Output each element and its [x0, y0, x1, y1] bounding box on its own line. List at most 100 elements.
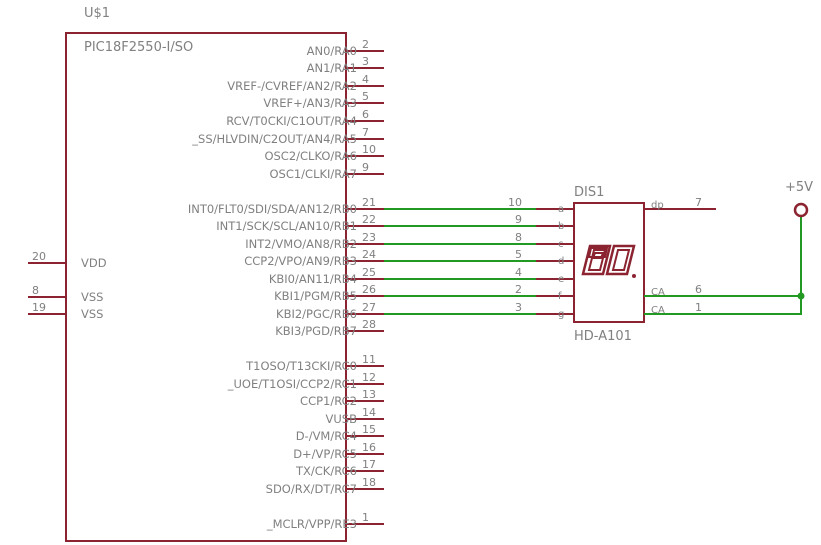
display-pin-number: 7 — [695, 196, 702, 209]
seven-segment-digit-icon — [581, 244, 636, 278]
mcu-pin-number: 6 — [362, 108, 369, 121]
mcu-pin-label: INT1/SCK/SCL/AN10/RB1 — [216, 219, 357, 233]
display-pin[interactable]: a 10 — [508, 196, 574, 215]
mcu-pin[interactable]: T1OSO/T13CKI/RC0 11 — [245, 353, 384, 373]
display-pin-number: 6 — [695, 283, 702, 296]
display-pin[interactable]: b9 — [515, 213, 574, 232]
display-pin-number: 9 — [515, 213, 522, 226]
display-pin-number: 5 — [515, 248, 522, 261]
display-pin[interactable]: c8 — [515, 231, 574, 250]
mcu-pin[interactable]: KBI2/PGC/RB6 27 — [276, 301, 384, 321]
mcu-pin[interactable]: INT1/SCK/SCL/AN10/RB1 22 — [216, 213, 384, 233]
mcu-pin-number: 3 — [362, 55, 369, 68]
mcu-pin[interactable]: VREF-/CVREF/AN2/RA2 4 — [227, 73, 384, 93]
supply-label: +5V — [785, 180, 813, 195]
wire[interactable] — [644, 216, 802, 315]
mcu-pin-number: 16 — [362, 441, 376, 454]
display-pin-number: 2 — [515, 283, 522, 296]
display-pin-label: e — [558, 274, 564, 285]
display-pin[interactable]: dp 7 — [644, 196, 716, 211]
display-pin[interactable]: g3 — [515, 301, 574, 320]
display-pin-label: d — [558, 256, 564, 267]
mcu-pin-label: VREF-/CVREF/AN2/RA2 — [227, 79, 357, 93]
display-pin-number: 4 — [515, 266, 522, 279]
mcu-pin-number: 19 — [32, 301, 46, 314]
mcu-pin-number: 4 — [362, 73, 369, 86]
mcu-pin[interactable]: AN1/RA1 3 — [307, 55, 384, 75]
mcu-pin-label: _MCLR/VPP/RE3 — [266, 517, 357, 531]
display-pin-label: CA — [651, 305, 665, 316]
mcu-pin-number: 11 — [362, 353, 376, 366]
mcu-pin-number: 5 — [362, 90, 369, 103]
display-pin-number: 8 — [515, 231, 522, 244]
mcu-body — [65, 32, 347, 542]
display-pin-label: f — [558, 291, 562, 302]
mcu-pin-label: KBI2/PGC/RB6 — [276, 307, 357, 321]
mcu-pin[interactable]: RCV/T0CKI/C1OUT/RA4 6 — [226, 108, 384, 128]
mcu-pin-number: 22 — [362, 213, 376, 226]
mcu-pin-label: CCP1/RC2 — [300, 394, 357, 408]
mcu-pin-number: 27 — [362, 301, 376, 314]
display-pin-label: c — [558, 239, 564, 250]
supply-5v[interactable]: +5V — [785, 180, 813, 218]
mcu-pin-label: T1OSO/T13CKI/RC0 — [245, 359, 357, 373]
mcu-pin[interactable]: CCP1/RC2 13 — [300, 388, 384, 408]
mcu-pin-number: 23 — [362, 231, 376, 244]
mcu-pin-label: _UOE/T1OSI/CCP2/RC1 — [227, 377, 357, 391]
display-pin-label: dp — [651, 200, 664, 211]
display-pin[interactable]: d5 — [515, 248, 574, 267]
display-pin-label: g — [558, 309, 564, 320]
mcu-pin-number: 28 — [362, 318, 376, 331]
display-pin-label: a — [558, 204, 564, 215]
mcu-pin-label: KBI0/AN11/RB4 — [269, 272, 357, 286]
mcu-pin-label: RCV/T0CKI/C1OUT/RA4 — [226, 114, 357, 128]
display-pin[interactable]: e4 — [515, 266, 574, 285]
mcu-pin-label: VUSB — [326, 412, 358, 426]
mcu-value: PIC18F2550-I/SO — [84, 40, 193, 55]
mcu-pin-number: 7 — [362, 126, 369, 139]
mcu-name: U$1 — [84, 6, 110, 21]
wire-nets[interactable] — [384, 208, 805, 315]
mcu-pin-label: OSC2/CLKO/RA6 — [264, 149, 357, 163]
mcu-pin-label: VSS — [81, 307, 103, 321]
mcu-pin-number: 8 — [32, 284, 39, 297]
mcu-pin-label: AN1/RA1 — [307, 61, 357, 75]
display-pin[interactable]: f2 — [515, 283, 574, 302]
mcu-pin-number: 17 — [362, 458, 376, 471]
junction-dot-icon — [797, 292, 805, 300]
display-pin-label: b — [558, 221, 564, 232]
mcu-pin-number: 21 — [362, 196, 376, 209]
mcu-pin-number: 13 — [362, 388, 376, 401]
mcu-pin[interactable]: VSS 19 — [28, 301, 103, 321]
mcu-pin-label: VSS — [81, 290, 103, 304]
mcu-pin[interactable]: VSS 8 — [28, 284, 103, 304]
display-pin-number: 10 — [508, 196, 522, 209]
mcu-pin-label: CCP2/VPO/AN9/RB3 — [244, 254, 357, 268]
display-pin-number: 1 — [695, 301, 702, 314]
mcu-pin-number: 15 — [362, 423, 376, 436]
